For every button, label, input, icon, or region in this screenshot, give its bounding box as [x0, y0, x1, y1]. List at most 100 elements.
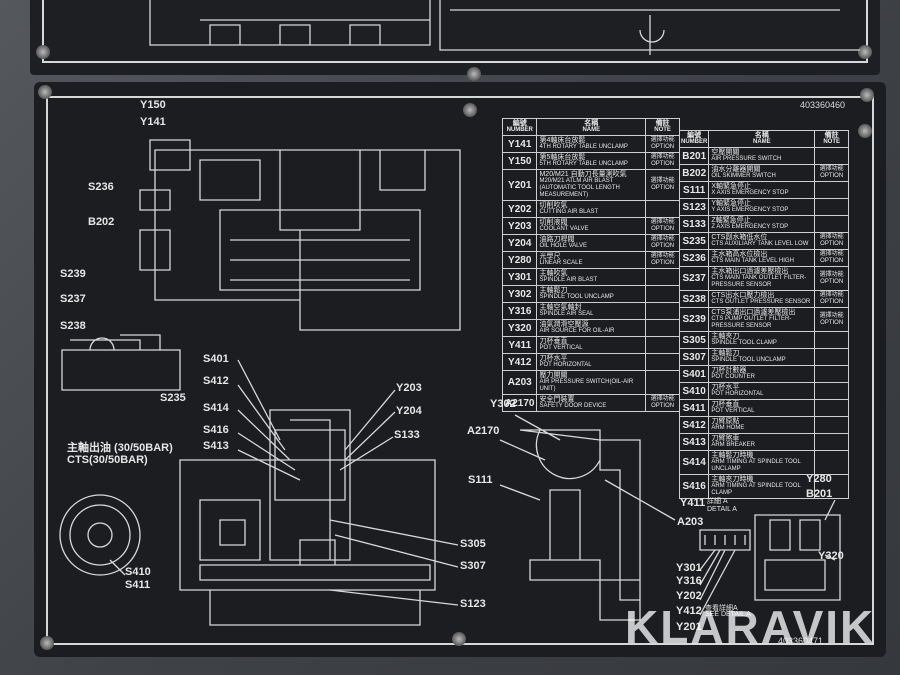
callout-s235: S235 [160, 392, 186, 404]
header-text: NOTE [654, 127, 671, 133]
callout-y141: Y141 [140, 116, 166, 128]
callout-y320: Y320 [818, 550, 844, 562]
name-zh: Z軸緊急停止 [711, 217, 751, 224]
name-en: SPINDLE TOOL UNCLAMP [539, 294, 614, 300]
name-zh: 主軸吹氣 [539, 270, 568, 277]
component-number: S111 [678, 181, 710, 199]
component-number: Y411 [501, 336, 538, 354]
name-zh: 刀臂煞車 [711, 435, 740, 442]
component-number: Y150 [501, 152, 538, 170]
component-number: S238 [678, 290, 710, 308]
component-note [814, 147, 849, 165]
component-number: Y201 [501, 169, 538, 201]
component-number: S133 [678, 215, 710, 233]
component-note [645, 302, 680, 320]
header-text: NAME [753, 139, 771, 145]
name-zh: 主軸夾刀時機 [711, 476, 754, 483]
callout-detail-a-zh: 詳細 A [707, 498, 728, 505]
name-en: CTS PUMP OUTLET FILTER-PRESSURE SENSOR [711, 316, 792, 329]
component-note: 選擇功能 OPTION [645, 152, 680, 170]
component-note: 選擇功能 OPTION [814, 290, 849, 308]
component-note: 選擇功能 OPTION [814, 164, 849, 182]
callout-y203: Y203 [396, 382, 422, 394]
callout-s401: S401 [203, 353, 229, 365]
screw-icon [467, 67, 481, 81]
component-number: S416 [678, 474, 710, 499]
callout-s307: S307 [460, 560, 486, 572]
callout-oil-out: 主軸出油 (30/50BAR) [67, 442, 173, 454]
name-zh: 油水分離器開關 [711, 166, 761, 173]
name-en: CTS MAIN TANK OUTLET FILTER-PRESSURE SEN… [711, 275, 807, 288]
name-zh: 油路刀桿閥 [539, 236, 575, 243]
name-zh: 第5軸床台放鬆 [539, 154, 586, 161]
name-zh: 刀杯水平 [711, 384, 740, 391]
header-text: NOTE [823, 139, 841, 145]
name-zh: 主軸鬆刀時機 [711, 452, 754, 459]
name-zh: 第4軸床台放鬆 [539, 137, 586, 144]
callout-s111: S111 [468, 474, 493, 486]
name-zh: 主水箱出口過濾差壓檢出 [711, 268, 789, 275]
callout-y204: Y204 [396, 405, 422, 417]
component-number: S237 [678, 266, 710, 291]
callout-s237: S237 [60, 293, 86, 305]
name-en: AIR SOURCE FOR OIL-AIR [539, 328, 615, 334]
screw-icon [38, 85, 52, 99]
component-note [814, 181, 849, 199]
name-zh: 主水箱高水位檢出 [711, 251, 768, 258]
callout-s305: S305 [460, 538, 486, 550]
name-zh: 光學尺 [539, 253, 561, 260]
callout-y301: Y301 [676, 562, 702, 574]
component-note [814, 416, 849, 434]
header-text: 編號 [687, 132, 702, 139]
component-number: Y316 [501, 302, 538, 320]
name-zh: 主軸鬆刀 [711, 350, 740, 357]
component-number: S236 [678, 249, 710, 267]
component-note [814, 331, 849, 349]
name-zh: 空壓開關 [711, 149, 740, 156]
component-note [645, 353, 680, 371]
callout-y411: Y411 [680, 497, 706, 509]
component-note: 選擇功能 OPTION [645, 217, 680, 235]
name-en: POT VERTICAL [539, 345, 583, 351]
name-zh: 刀杯垂直 [539, 338, 568, 345]
component-note: 選擇功能 OPTION [814, 266, 849, 291]
name-en: AIR PRESSURE SWITCH [711, 156, 782, 162]
callout-s123: S123 [460, 598, 486, 610]
callout-s133: S133 [394, 429, 420, 441]
callout-s410: S410 [125, 566, 151, 578]
callout-b202: B202 [88, 216, 115, 228]
name-zh: 刀臂原點 [711, 418, 740, 425]
component-number: S411 [678, 399, 710, 417]
part-number-lower: 403360471 [778, 636, 824, 646]
name-en: SPINDLE TOOL UNCLAMP [711, 357, 786, 363]
component-note [814, 215, 849, 233]
component-note [645, 370, 680, 395]
component-number: Y320 [501, 319, 538, 337]
component-note [814, 348, 849, 366]
name-en: X AXIS EMERGENCY STOP [711, 190, 789, 196]
component-number: A203 [501, 370, 538, 395]
component-note: 選擇功能 OPTION [645, 169, 680, 201]
callout-y316: Y316 [676, 575, 702, 587]
screw-icon [858, 45, 872, 59]
